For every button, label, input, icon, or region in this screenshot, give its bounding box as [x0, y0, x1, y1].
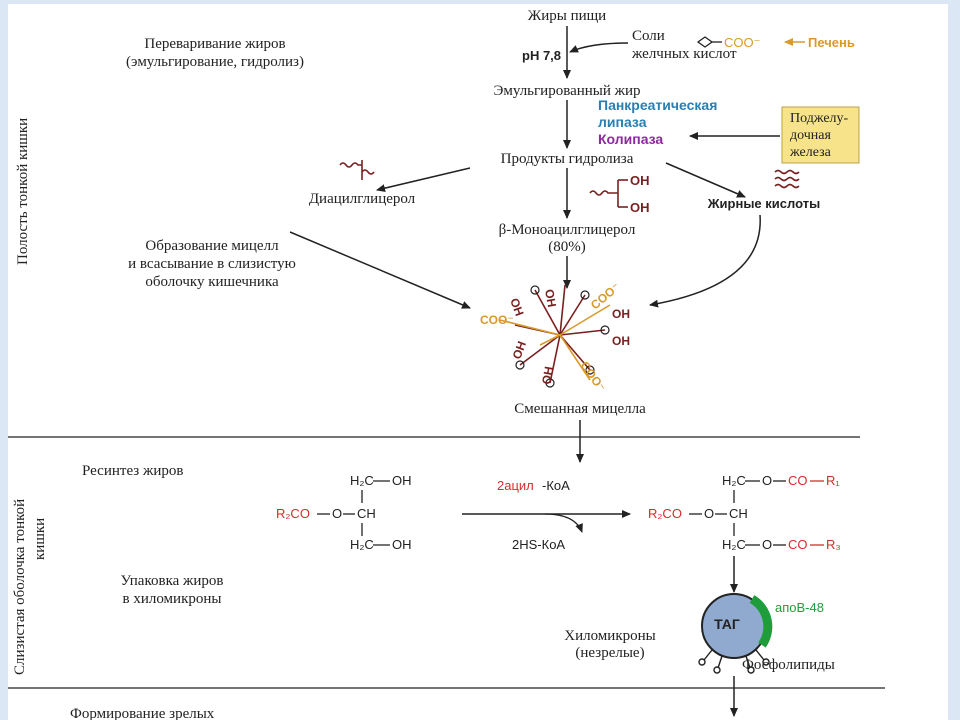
label-ph: pH 7,8: [522, 48, 561, 63]
label-salts-1: Соли: [632, 28, 665, 44]
label-monoacylglycerol-1: β-Моноацилглицерол: [499, 222, 636, 238]
arrow-fa-to-micelle: [649, 214, 761, 308]
arrow-hs-coa: [544, 513, 583, 533]
label-liver: Печень: [808, 35, 855, 50]
note-digestion-1: Переваривание жиров: [144, 36, 285, 52]
diacylglycerol-icon: [339, 160, 375, 180]
svg-text:O: O: [762, 473, 772, 488]
micelle-oh-4: OH: [612, 334, 630, 348]
note-packing-1: Упаковка жиров: [120, 573, 223, 589]
micelle-ho-5: OH: [510, 339, 529, 361]
micelle-coo-1: COO⁻: [480, 313, 514, 327]
label-pancreatic-lipase-1: Панкреатическая: [598, 97, 717, 113]
label-hydrolysis-products: Продукты гидролиза: [501, 151, 634, 167]
chylomicron-particle: [698, 593, 773, 674]
svg-text:O: O: [332, 506, 342, 521]
svg-text:CO: CO: [788, 473, 808, 488]
arrow-dag-to-micelle: [289, 231, 471, 309]
mag-oh-2: OH: [630, 200, 650, 215]
mucosa-section-label-2: кишки: [32, 518, 48, 560]
mucosa-section-label-1: Слизистая оболочка тонкой: [12, 499, 28, 675]
svg-text:R₂CO: R₂CO: [276, 506, 310, 521]
lumen-section-label: Полость тонкой кишки: [15, 118, 31, 265]
svg-text:O: O: [704, 506, 714, 521]
label-tag: ТАГ: [714, 616, 740, 632]
note-mature: Формирование зрелых: [70, 706, 215, 720]
label-chylomicrons: Хиломикроны: [564, 628, 655, 644]
label-chylomicrons-immature: (незрелые): [575, 645, 644, 661]
label-emulsified-fat: Эмульгированный жир: [493, 83, 640, 99]
svg-text:CH: CH: [729, 506, 748, 521]
note-packing-2: в хиломикроны: [123, 591, 222, 607]
label-salts-2: желчных кислот: [631, 46, 737, 62]
label-phospholipids: Фосфолипиды: [742, 657, 835, 673]
fatty-acids-icon: [774, 169, 800, 189]
svg-text:OH: OH: [392, 473, 412, 488]
svg-text:R₃: R₃: [826, 537, 841, 552]
arrow-to-fatty-acids: [665, 162, 746, 198]
label-pancreas-3: железа: [789, 145, 832, 160]
pancreas-box: [781, 106, 860, 164]
note-micelle-1: Образование мицелл: [145, 238, 279, 254]
note-micelle-3: оболочку кишечника: [145, 274, 279, 290]
arrow-bile-salts: [569, 42, 629, 53]
micelle-ho-1: OH: [507, 296, 526, 318]
label-fatty-acids: Жирные кислоты: [707, 196, 820, 211]
monoacylglycerol-icon: [589, 179, 628, 208]
label-pancreas-1: Поджелу-: [790, 111, 849, 126]
label-mixed-micelle: Смешанная мицелла: [514, 401, 646, 417]
arrow-to-diacylglycerol: [376, 167, 471, 193]
svg-text:R₂CO: R₂CO: [648, 506, 682, 521]
label-food-fats: Жиры пищи: [528, 8, 606, 24]
mag-structure: H₂C OH R₂CO O CH H₂C OH: [276, 473, 412, 552]
mag-oh-1: OH: [630, 173, 650, 188]
mixed-micelle: [499, 284, 611, 388]
svg-text:O: O: [762, 537, 772, 552]
label-pancreas-2: дочная: [790, 128, 832, 143]
svg-text:H₂C: H₂C: [350, 537, 374, 552]
label-coo: COO⁻: [724, 35, 760, 50]
label-hs-coa: 2HS-КоА: [512, 537, 565, 552]
svg-text:CO: CO: [788, 537, 808, 552]
micelle-ho-6: OH: [539, 365, 556, 385]
slide-frame-top: [0, 0, 960, 4]
micelle-coo-3: COO⁻: [578, 359, 609, 395]
svg-text:H₂C: H₂C: [722, 537, 746, 552]
svg-text:H₂C: H₂C: [722, 473, 746, 488]
label-colipase: Колипаза: [598, 131, 663, 147]
svg-text:CH: CH: [357, 506, 376, 521]
label-monoacylglycerol-2: (80%): [548, 239, 586, 255]
tag-structure: H₂C O CO R₁ R₂CO O CH H₂C O CO R₃: [648, 473, 841, 552]
micelle-ho-2: OH: [542, 288, 559, 308]
label-diacylglycerol: Диацилглицерол: [309, 191, 416, 207]
micelle-oh-3: OH: [612, 307, 630, 321]
label-pancreatic-lipase-2: липаза: [598, 114, 647, 130]
note-digestion-2: (эмульгирование, гидролиз): [126, 54, 304, 70]
svg-text:R₁: R₁: [826, 473, 840, 488]
label-acyl-coa-suffix: -КоА: [542, 478, 570, 493]
note-resynthesis: Ресинтез жиров: [82, 463, 183, 479]
svg-text:OH: OH: [392, 537, 412, 552]
slide-frame-left: [0, 0, 8, 720]
note-micelle-2: и всасывание в слизистую: [128, 256, 296, 272]
label-acyl-coa-prefix: 2ацил: [497, 478, 534, 493]
svg-text:H₂C: H₂C: [350, 473, 374, 488]
label-apob48: апоВ-48: [775, 600, 824, 615]
slide-frame-right: [948, 0, 960, 720]
